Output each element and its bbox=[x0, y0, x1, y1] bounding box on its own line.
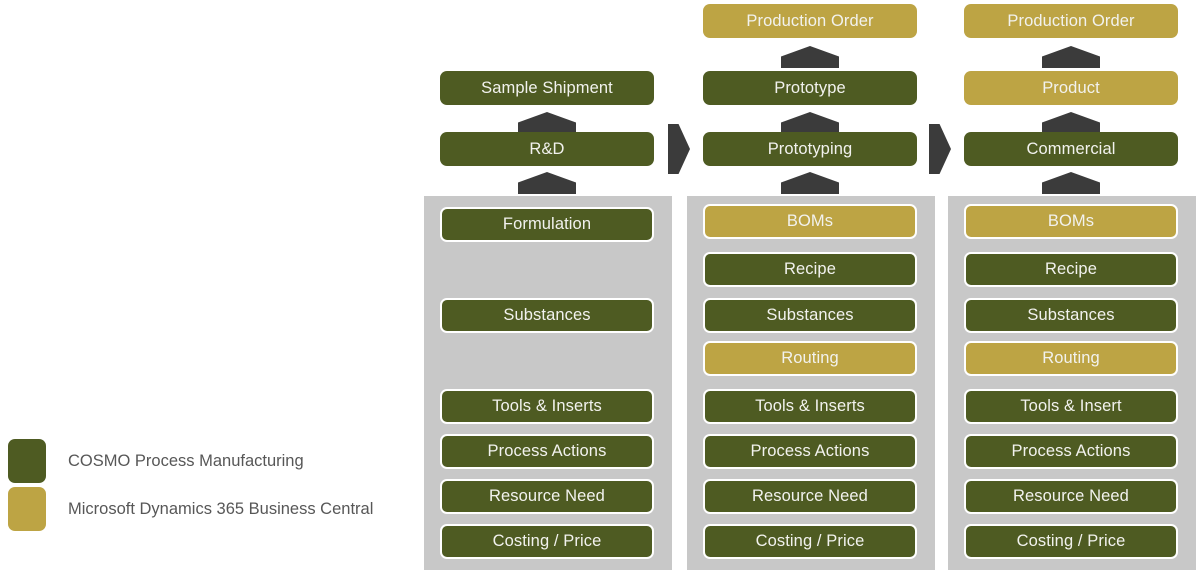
box-routing[interactable]: Routing bbox=[703, 341, 917, 376]
box-process-actions[interactable]: Process Actions bbox=[964, 434, 1178, 469]
up-arrow-icon bbox=[1042, 112, 1100, 134]
box-resource-need[interactable]: Resource Need bbox=[964, 479, 1178, 514]
phase-column-prototyping: Production Order Prototype Prototyping B… bbox=[687, 0, 951, 570]
box-production-order[interactable]: Production Order bbox=[703, 4, 917, 38]
box-substances[interactable]: Substances bbox=[964, 298, 1178, 333]
legend-item-business-central: Microsoft Dynamics 365 Business Central bbox=[8, 485, 408, 533]
phase-column-commercial: Production Order Product Commercial BOMs… bbox=[948, 0, 1200, 570]
legend-swatch-gold-icon bbox=[8, 487, 46, 531]
box-formulation[interactable]: Formulation bbox=[440, 207, 654, 242]
box-routing[interactable]: Routing bbox=[964, 341, 1178, 376]
box-boms[interactable]: BOMs bbox=[703, 204, 917, 239]
legend-swatch-green-icon bbox=[8, 439, 46, 483]
box-sample-shipment[interactable]: Sample Shipment bbox=[440, 71, 654, 105]
legend-item-cosmo: COSMO Process Manufacturing bbox=[8, 437, 408, 485]
legend-label-business-central: Microsoft Dynamics 365 Business Central bbox=[68, 499, 374, 518]
box-substances[interactable]: Substances bbox=[440, 298, 654, 333]
box-costing-price[interactable]: Costing / Price bbox=[440, 524, 654, 559]
box-boms[interactable]: BOMs bbox=[964, 204, 1178, 239]
box-tools-inserts[interactable]: Tools & Inserts bbox=[440, 389, 654, 424]
box-prototype[interactable]: Prototype bbox=[703, 71, 917, 105]
box-tools-insert[interactable]: Tools & Insert bbox=[964, 389, 1178, 424]
box-costing-price[interactable]: Costing / Price bbox=[703, 524, 917, 559]
box-resource-need[interactable]: Resource Need bbox=[440, 479, 654, 514]
up-arrow-icon bbox=[1042, 46, 1100, 68]
box-rnd[interactable]: R&D bbox=[440, 132, 654, 166]
up-arrow-icon bbox=[781, 46, 839, 68]
box-costing-price[interactable]: Costing / Price bbox=[964, 524, 1178, 559]
box-production-order[interactable]: Production Order bbox=[964, 4, 1178, 38]
up-arrow-icon bbox=[518, 172, 576, 194]
box-prototyping[interactable]: Prototyping bbox=[703, 132, 917, 166]
box-resource-need[interactable]: Resource Need bbox=[703, 479, 917, 514]
up-arrow-icon bbox=[781, 112, 839, 134]
box-substances[interactable]: Substances bbox=[703, 298, 917, 333]
box-recipe[interactable]: Recipe bbox=[964, 252, 1178, 287]
phase-column-rnd: Sample Shipment R&D Formulation Substanc… bbox=[424, 0, 688, 570]
box-recipe[interactable]: Recipe bbox=[703, 252, 917, 287]
box-tools-inserts[interactable]: Tools & Inserts bbox=[703, 389, 917, 424]
up-arrow-icon bbox=[781, 172, 839, 194]
box-commercial[interactable]: Commercial bbox=[964, 132, 1178, 166]
up-arrow-icon bbox=[518, 112, 576, 134]
box-process-actions[interactable]: Process Actions bbox=[440, 434, 654, 469]
box-product[interactable]: Product bbox=[964, 71, 1178, 105]
legend: COSMO Process Manufacturing Microsoft Dy… bbox=[8, 437, 408, 533]
legend-label-cosmo: COSMO Process Manufacturing bbox=[68, 451, 304, 470]
up-arrow-icon bbox=[1042, 172, 1100, 194]
box-process-actions[interactable]: Process Actions bbox=[703, 434, 917, 469]
